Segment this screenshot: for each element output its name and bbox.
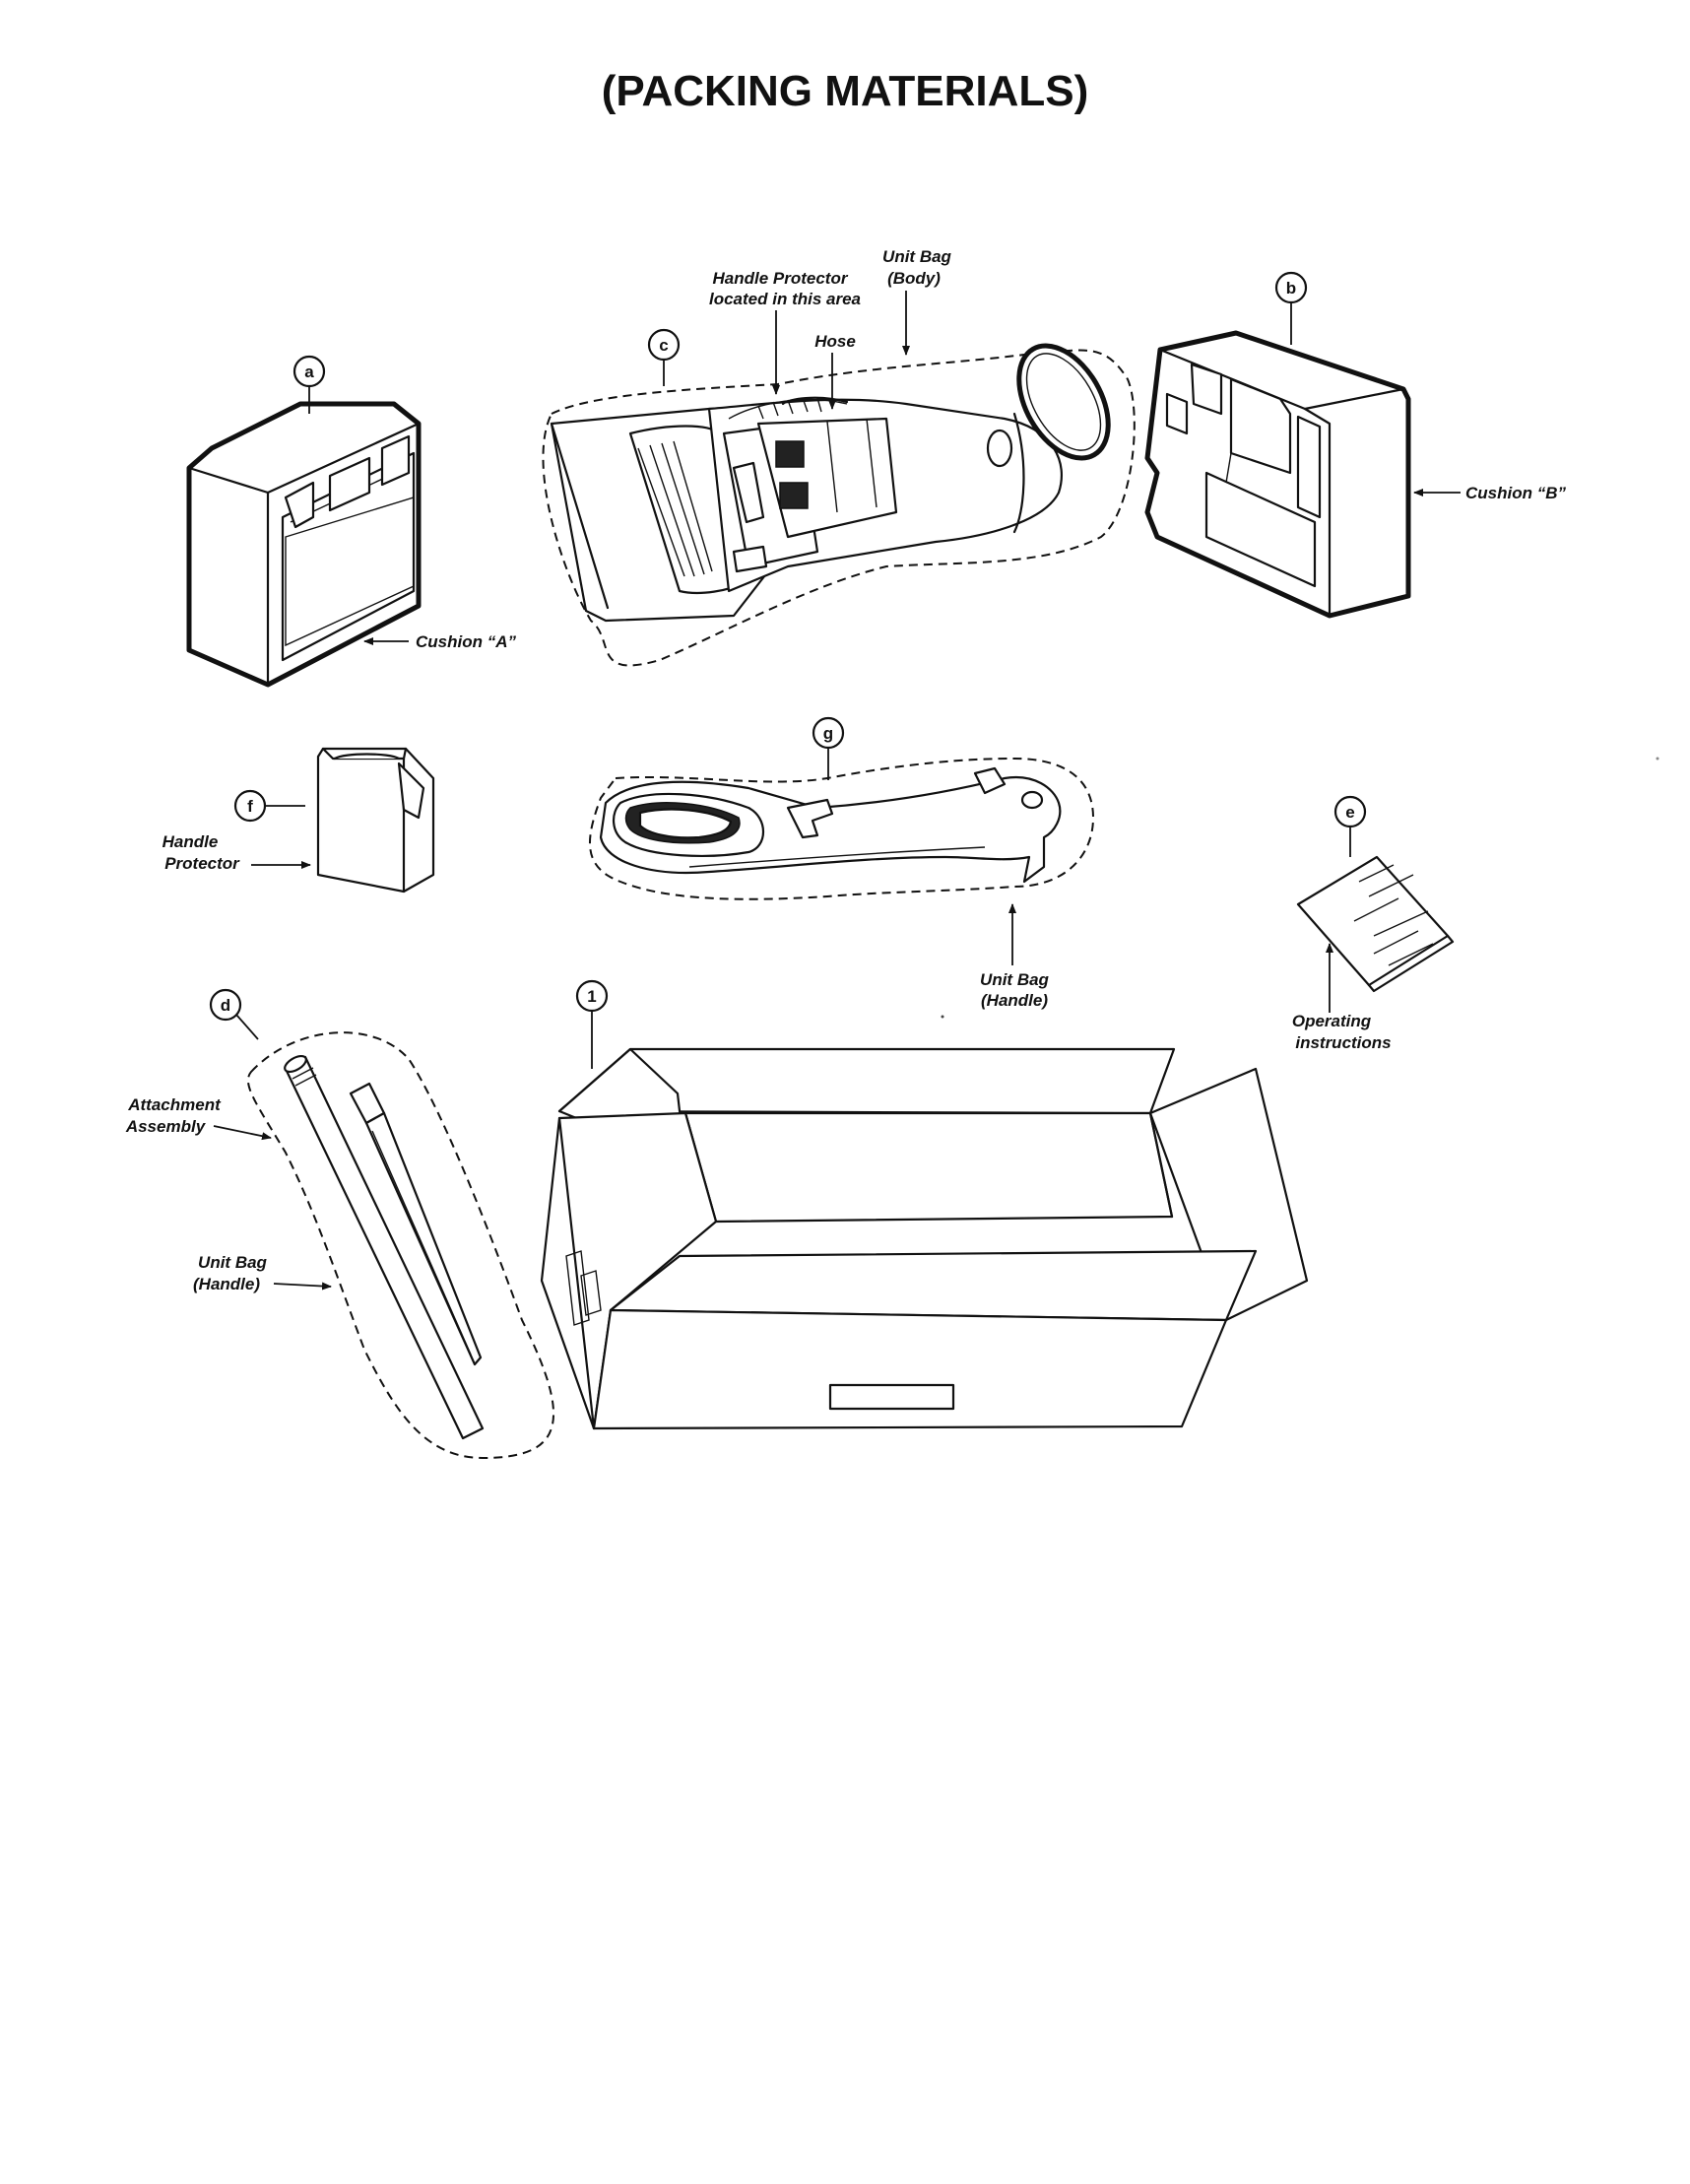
- callout-g: g: [812, 716, 845, 780]
- svg-text:Cushion “A”: Cushion “A”: [416, 632, 516, 651]
- callout-f: f: [233, 789, 305, 823]
- svg-text:located in this area: located in this area: [709, 290, 861, 308]
- svg-text:f: f: [247, 797, 253, 816]
- svg-text:d: d: [221, 996, 230, 1015]
- scan-speck: [941, 1015, 944, 1019]
- svg-text:(Body): (Body): [887, 269, 941, 288]
- svg-text:Operating: Operating: [1292, 1012, 1372, 1030]
- label-handle-protector-area: Handle Protector located in this area: [709, 269, 861, 395]
- svg-text:c: c: [659, 336, 668, 355]
- label-hose: Hose: [814, 332, 856, 410]
- handle: [599, 766, 1062, 884]
- label-attachment-assembly: Attachment Assembly: [125, 1095, 272, 1141]
- page-title: (PACKING MATERIALS): [601, 67, 1089, 115]
- svg-text:a: a: [304, 363, 314, 381]
- label-cushion-a: Cushion “A”: [363, 632, 516, 651]
- label-unit-bag-handle-d: Unit Bag (Handle): [193, 1253, 332, 1293]
- callout-d: d: [209, 988, 259, 1040]
- callout-c: c: [647, 328, 681, 386]
- label-handle-protector: Handle Protector: [162, 832, 311, 873]
- unit-bag-body-outline: [542, 349, 1136, 667]
- svg-text:Handle: Handle: [162, 832, 219, 851]
- attachment-assembly: [284, 1054, 485, 1440]
- svg-text:(Handle): (Handle): [981, 991, 1048, 1010]
- svg-text:g: g: [823, 724, 833, 743]
- hose-ring: [1016, 343, 1111, 461]
- label-operating-instructions: Operating instructions: [1292, 943, 1392, 1052]
- label-unit-bag-body: Unit Bag (Body): [882, 247, 952, 356]
- operating-instructions-sheet: [1296, 855, 1455, 993]
- vacuum-body: [550, 396, 1064, 623]
- svg-text:Assembly: Assembly: [125, 1117, 207, 1136]
- label-unit-bag-handle-g: Unit Bag (Handle): [980, 903, 1050, 1010]
- cushion-b: [1144, 330, 1411, 619]
- handle-protector: [316, 747, 435, 893]
- svg-text:e: e: [1345, 803, 1354, 822]
- svg-text:Cushion “B”: Cushion “B”: [1465, 484, 1566, 502]
- svg-text:1: 1: [587, 987, 596, 1006]
- svg-text:(Handle): (Handle): [193, 1275, 260, 1293]
- cushion-a: [186, 401, 422, 688]
- carton-box: [540, 1047, 1309, 1430]
- svg-text:Unit Bag: Unit Bag: [980, 970, 1050, 989]
- label-cushion-b: Cushion “B”: [1413, 484, 1566, 502]
- callout-a: a: [292, 355, 326, 414]
- svg-text:Hose: Hose: [814, 332, 856, 351]
- callout-1: 1: [575, 979, 609, 1069]
- callout-e: e: [1333, 795, 1367, 857]
- svg-text:Unit Bag: Unit Bag: [198, 1253, 268, 1272]
- svg-text:instructions: instructions: [1295, 1033, 1391, 1052]
- svg-text:Handle Protector: Handle Protector: [713, 269, 849, 288]
- unit-bag-attachment-outline: [246, 1031, 554, 1460]
- svg-text:Attachment: Attachment: [127, 1095, 222, 1114]
- scan-speck: [1656, 757, 1659, 761]
- svg-text:b: b: [1286, 279, 1296, 298]
- svg-text:Protector: Protector: [164, 854, 240, 873]
- callout-b: b: [1274, 271, 1308, 345]
- svg-text:Unit Bag: Unit Bag: [882, 247, 952, 266]
